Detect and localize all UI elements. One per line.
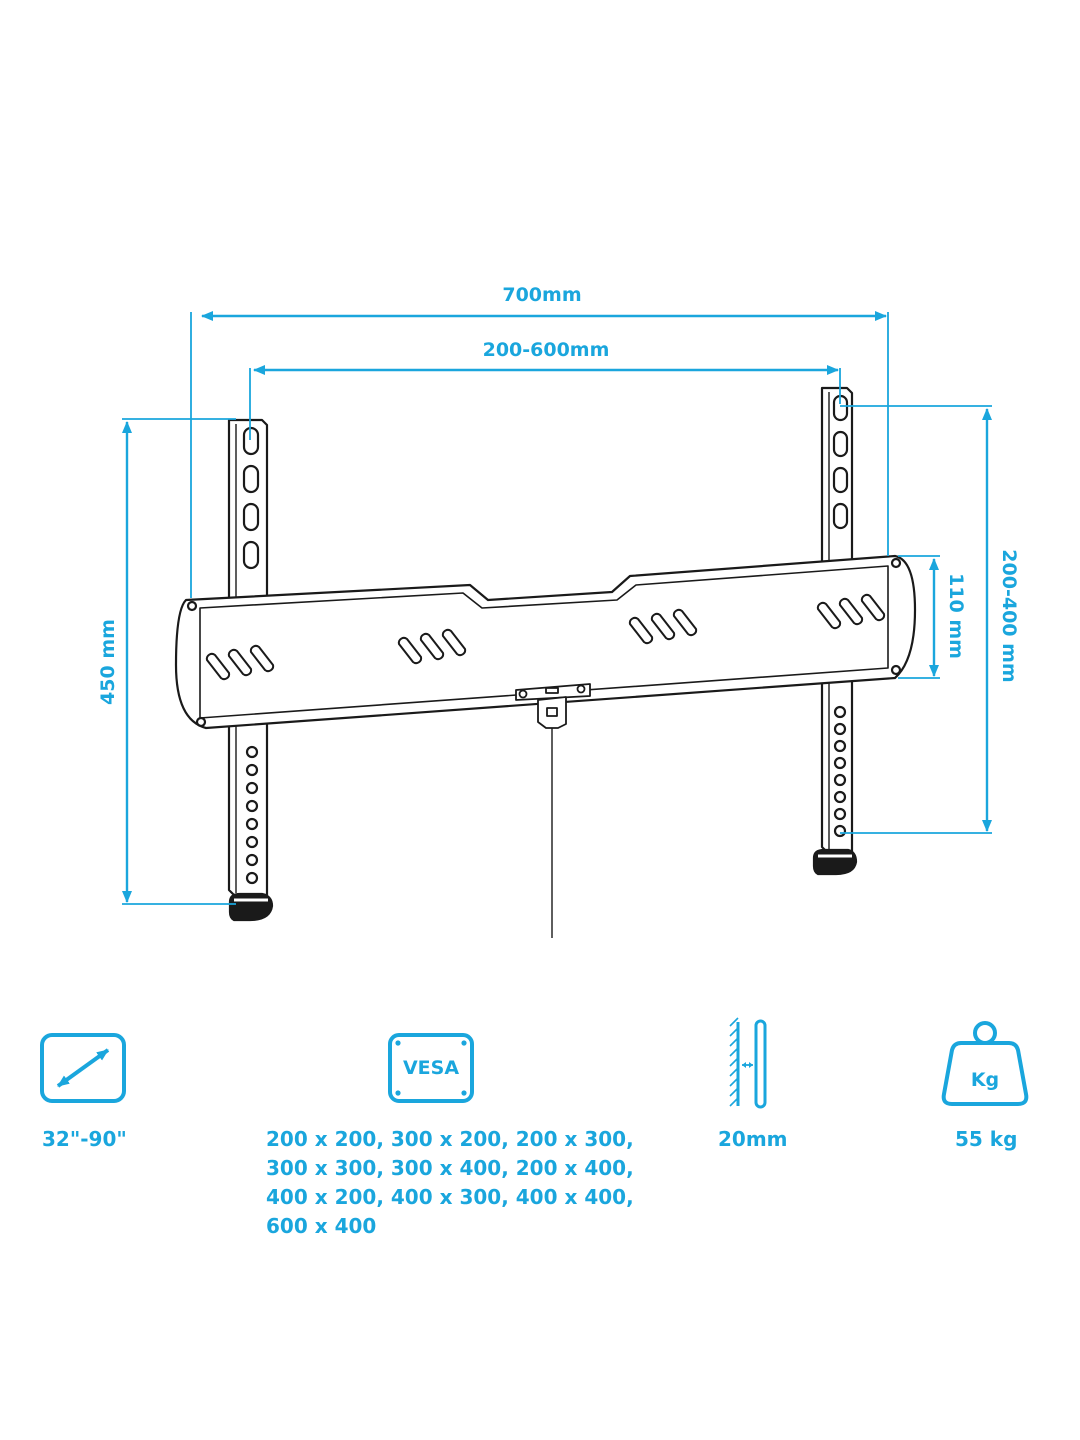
rail-height-label: 110 mm	[945, 573, 967, 659]
plate-slots	[205, 593, 886, 681]
vesa-pattern-line: 600 x 400	[266, 1214, 377, 1238]
vesa-icon: VESA	[388, 1033, 474, 1103]
wall-plate	[174, 554, 917, 730]
weight-icon-text: Kg	[971, 1069, 999, 1091]
vesa-height-label: 200-400 mm	[998, 549, 1020, 682]
total-height-label: 450 mm	[97, 619, 119, 705]
mount-bracket	[174, 386, 917, 938]
weight-icon: Kg	[941, 1021, 1029, 1106]
total-width-label: 700mm	[502, 284, 581, 306]
screen-size-label: 32"-90"	[42, 1127, 127, 1151]
diagonal-arrow-icon	[40, 1033, 126, 1103]
vesa-pattern-line: 400 x 200, 400 x 300, 400 x 400,	[266, 1185, 634, 1209]
vesa-width-label: 200-600mm	[483, 339, 610, 361]
vesa-pattern-line: 200 x 200, 300 x 200, 200 x 300,	[266, 1127, 634, 1151]
max-load-label: 55 kg	[955, 1127, 1018, 1151]
vesa-pattern-line: 300 x 300, 300 x 400, 200 x 400,	[266, 1156, 634, 1180]
vesa-icon-text: VESA	[403, 1057, 459, 1079]
wall-distance-icon	[729, 1017, 767, 1109]
dimension-lines	[122, 311, 992, 905]
wall-distance-label: 20mm	[718, 1127, 788, 1151]
vesa-patterns: 200 x 200, 300 x 200, 200 x 300, 300 x 3…	[266, 1125, 634, 1241]
safety-release	[515, 683, 591, 938]
